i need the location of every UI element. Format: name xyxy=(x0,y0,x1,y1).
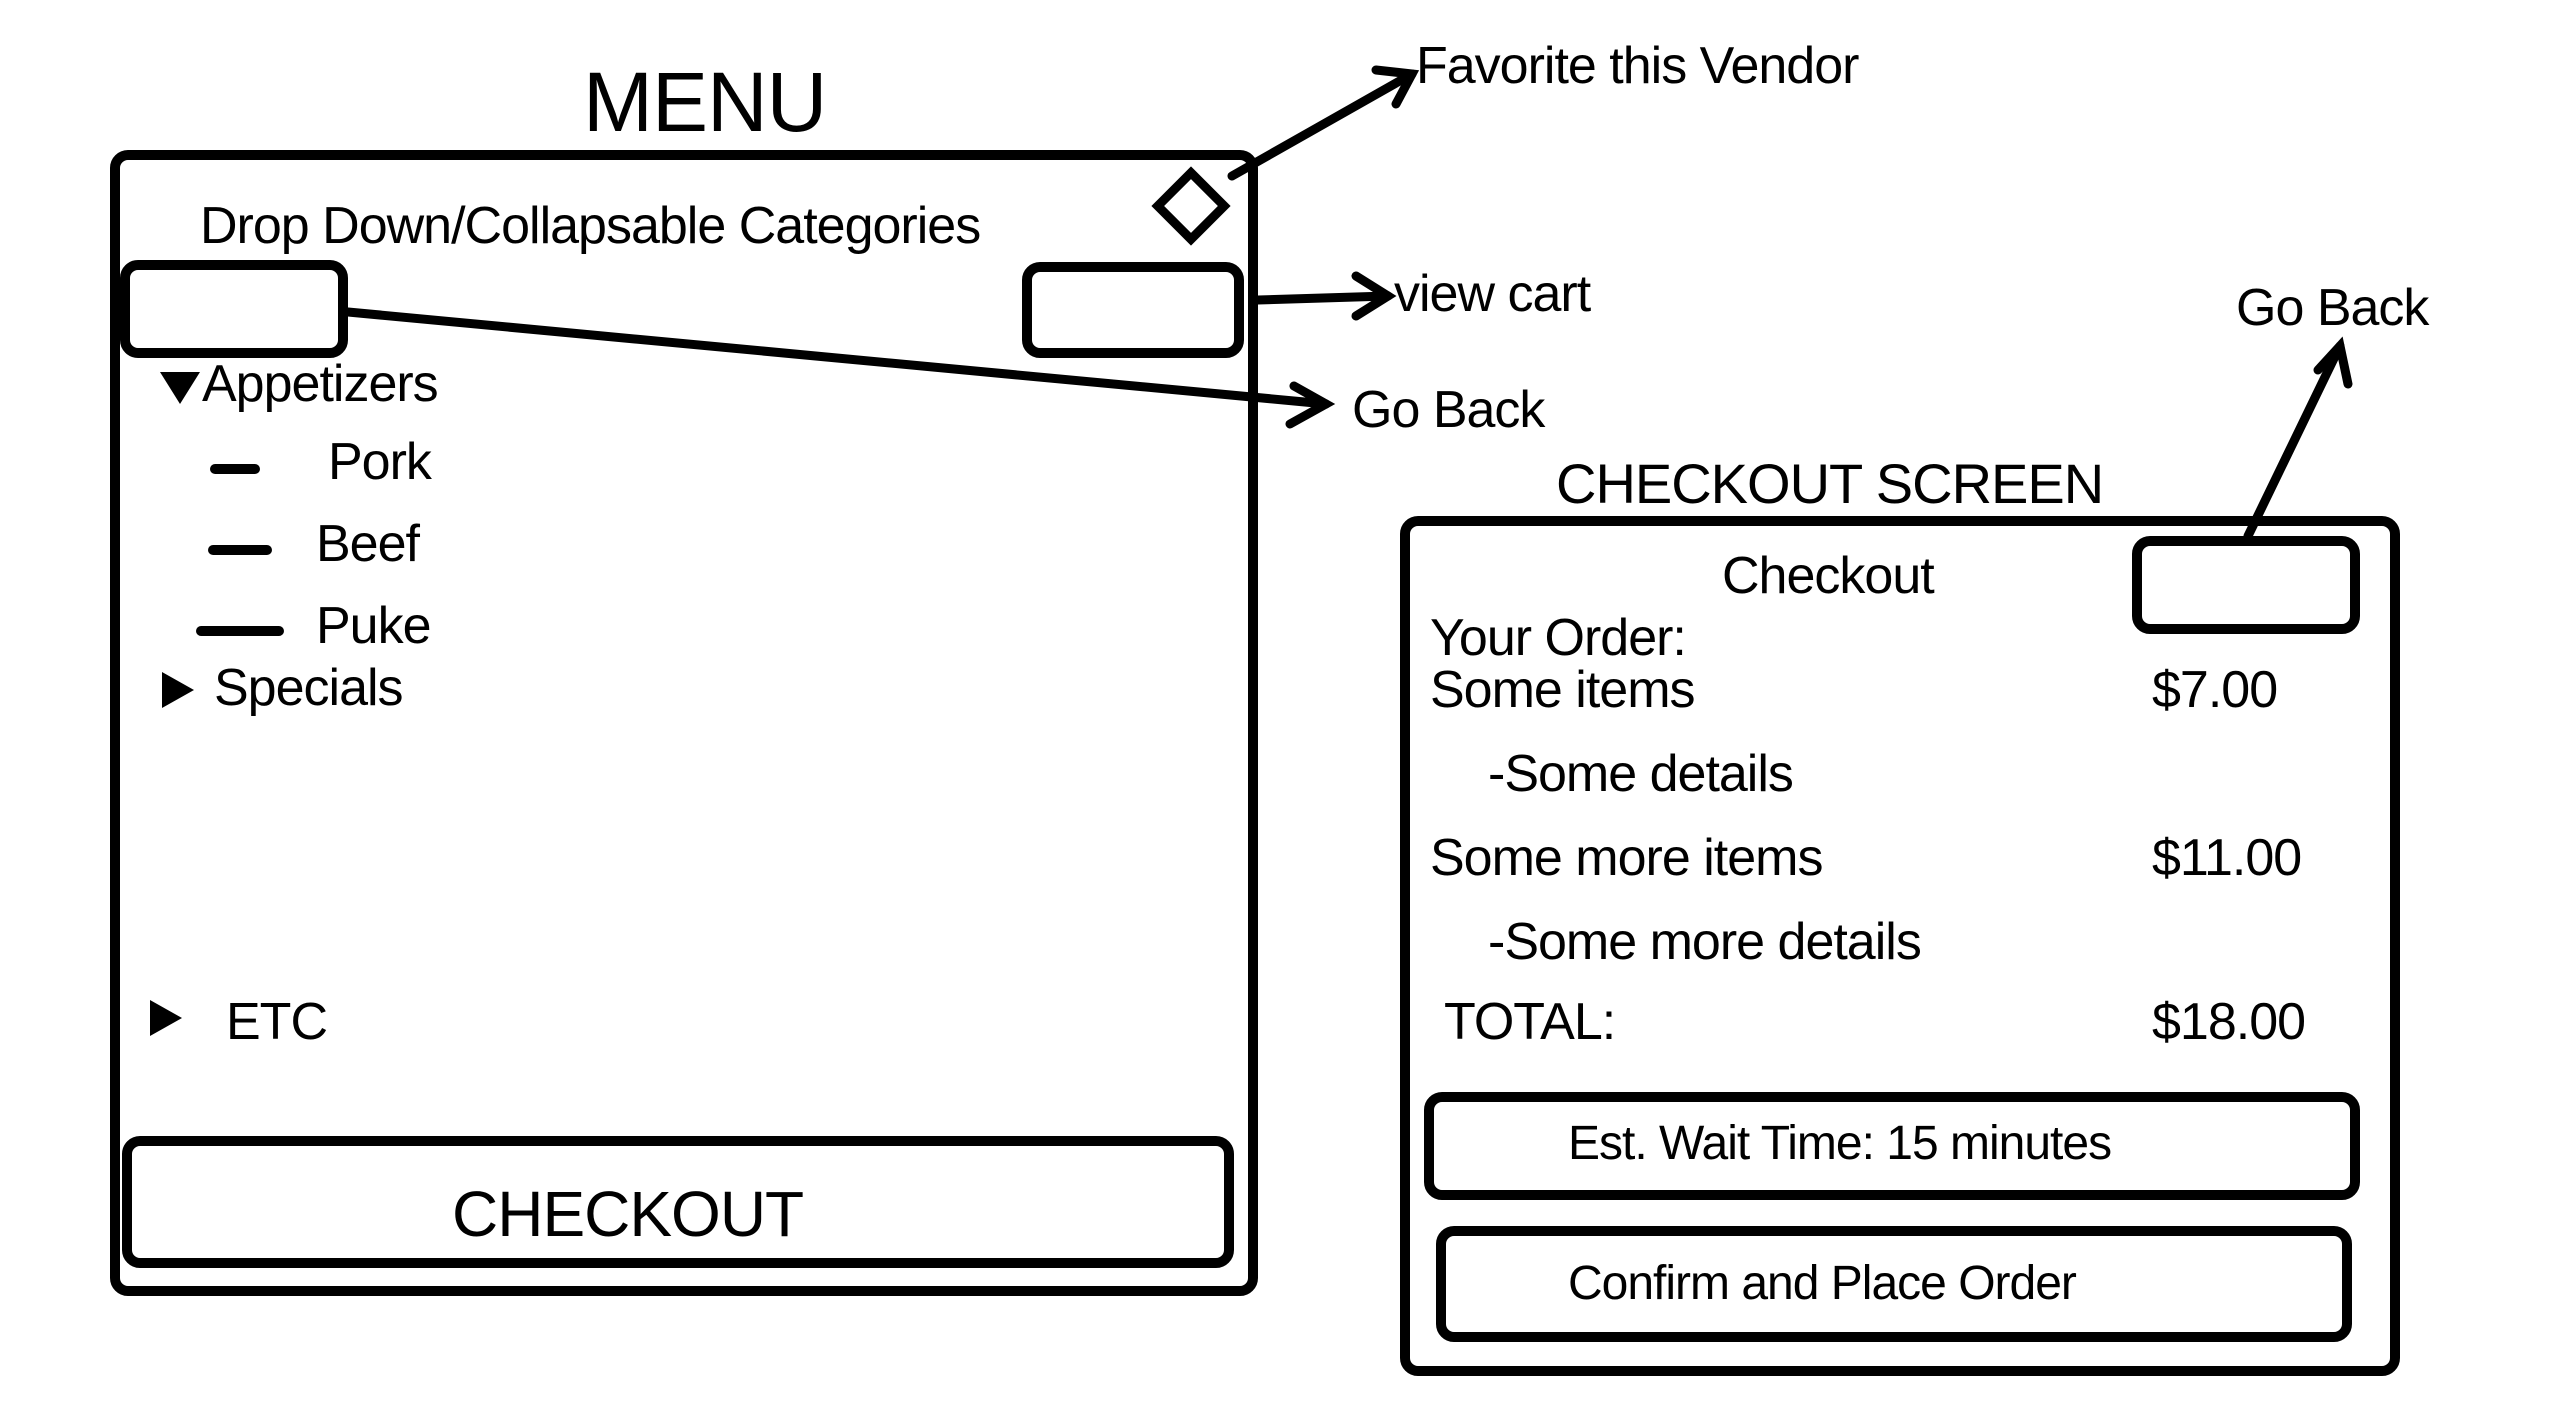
favorite-arrowhead xyxy=(1371,65,1420,109)
checkout-screen-title: CHECKOUT SCREEN xyxy=(1556,452,2104,515)
checkout-screen-frame xyxy=(1400,516,2400,1376)
order-item-name: Some items xyxy=(1430,661,1696,719)
view-cart-annotation: view cart xyxy=(1394,265,1591,323)
menu-item-puke[interactable]: Puke xyxy=(316,597,432,655)
order-item-detail: -Some more details xyxy=(1488,913,1922,971)
view-cart-arrowhead xyxy=(1351,271,1397,321)
your-order-label: Your Order: xyxy=(1430,609,1687,667)
order-item-name: Some more items xyxy=(1430,829,1823,887)
checkout-button[interactable] xyxy=(122,1136,1234,1268)
categories-label: Drop Down/Collapsable Categories xyxy=(200,197,981,255)
collapsed-triangle-icon[interactable] xyxy=(150,1000,182,1036)
confirm-order-label: Confirm and Place Order xyxy=(1568,1257,2077,1310)
menu-go-back-button[interactable] xyxy=(120,260,348,358)
go-back-menu-arrowhead xyxy=(1285,381,1336,429)
go-back-checkout-arrow xyxy=(2243,341,2345,541)
wait-time-text: Est. Wait Time: 15 minutes xyxy=(1568,1117,2112,1170)
menu-screen-frame xyxy=(110,150,1258,1296)
expanded-triangle-icon[interactable] xyxy=(160,372,200,404)
total-value: $18.00 xyxy=(2152,993,2306,1051)
checkout-go-back-button[interactable] xyxy=(2132,536,2360,634)
total-label: TOTAL: xyxy=(1444,993,1616,1051)
menu-title: MENU xyxy=(583,55,827,149)
view-cart-arrow xyxy=(1253,291,1393,305)
wait-time-box xyxy=(1424,1092,2360,1200)
order-item-price: $7.00 xyxy=(2152,661,2278,719)
collapsed-triangle-icon[interactable] xyxy=(162,672,194,708)
go-back-annotation-checkout: Go Back xyxy=(2236,279,2429,337)
favorite-vendor-annotation: Favorite this Vendor xyxy=(1416,37,1859,95)
checkout-button-label: CHECKOUT xyxy=(452,1178,804,1250)
order-item-price: $11.00 xyxy=(2152,829,2302,887)
go-back-checkout-arrowhead xyxy=(2313,336,2353,389)
dash-icon xyxy=(208,545,272,555)
menu-item-pork[interactable]: Pork xyxy=(328,433,432,491)
go-back-annotation-menu: Go Back xyxy=(1352,381,1545,439)
view-cart-button[interactable] xyxy=(1022,262,1244,358)
order-item-detail: -Some details xyxy=(1488,745,1794,803)
favorite-arrow xyxy=(1227,69,1417,181)
category-specials[interactable]: Specials xyxy=(214,659,404,717)
menu-item-beef[interactable]: Beef xyxy=(316,515,420,573)
dash-icon xyxy=(196,626,284,636)
category-etc[interactable]: ETC xyxy=(226,993,328,1051)
dash-icon xyxy=(210,464,260,474)
confirm-order-button[interactable] xyxy=(1436,1226,2352,1342)
category-appetizers[interactable]: Appetizers xyxy=(202,355,439,413)
checkout-header: Checkout xyxy=(1722,547,1935,605)
